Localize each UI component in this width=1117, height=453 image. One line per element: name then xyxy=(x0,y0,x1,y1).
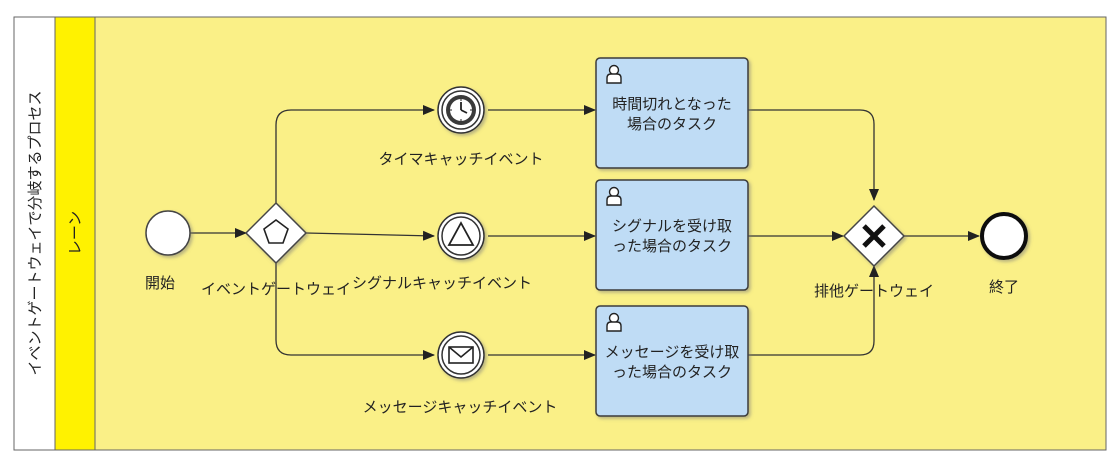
task-signal-line1: シグナルを受け取 xyxy=(612,217,732,235)
flow-gateway-to-timer xyxy=(275,105,435,203)
task-message-line2: った場合のタスク xyxy=(612,363,732,381)
task-message-line1: メッセージを受け取 xyxy=(605,343,740,361)
sequence-flows xyxy=(190,105,980,360)
timer-catch-event[interactable] xyxy=(437,86,485,134)
user-task-icon xyxy=(606,312,622,332)
x-mark-icon xyxy=(862,224,886,248)
triangle-signal-icon xyxy=(447,221,475,246)
end-event[interactable] xyxy=(980,212,1028,260)
flow-message-task-to-xor xyxy=(748,265,879,356)
lane-header xyxy=(54,16,96,451)
pool-label: イベントゲートウェイで分岐するプロセス xyxy=(26,90,44,375)
start-event-label: 開始 xyxy=(145,274,175,292)
pool-header xyxy=(13,16,56,451)
pentagon-icon xyxy=(263,219,289,244)
exclusive-gateway[interactable] xyxy=(842,204,906,268)
message-catch-event[interactable] xyxy=(437,331,485,379)
task-signal[interactable]: シグナルを受け取 った場合のタスク xyxy=(595,179,749,291)
flow-gateway-to-message xyxy=(275,263,435,360)
clock-icon xyxy=(446,95,476,125)
exclusive-gateway-label: 排他ゲートウェイ xyxy=(814,282,934,300)
end-event-label: 終了 xyxy=(989,278,1019,296)
message-catch-event-label: メッセージキャッチイベント xyxy=(363,398,558,416)
task-message[interactable]: メッセージを受け取 った場合のタスク xyxy=(595,305,749,417)
signal-catch-event[interactable] xyxy=(437,212,485,260)
event-gateway[interactable] xyxy=(244,201,308,265)
task-timeout-line2: 場合のタスク xyxy=(627,115,717,133)
timer-catch-event-label: タイマキャッチイベント xyxy=(378,150,543,168)
signal-catch-event-label: シグナルキャッチイベント xyxy=(352,274,532,292)
task-signal-line2: った場合のタスク xyxy=(612,237,732,255)
task-timeout-line1: 時間切れとなった xyxy=(612,95,732,113)
flow-timeout-task-to-xor xyxy=(748,109,879,201)
task-timeout[interactable]: 時間切れとなった 場合のタスク xyxy=(595,57,749,169)
event-gateway-label: イベントゲートウェイ xyxy=(201,280,351,298)
lane-label: レーン xyxy=(66,211,84,255)
user-task-icon xyxy=(606,64,622,84)
user-task-icon xyxy=(606,186,622,206)
start-event[interactable] xyxy=(145,210,191,256)
flow-gateway-to-signal xyxy=(305,230,435,241)
envelope-icon xyxy=(448,346,474,364)
